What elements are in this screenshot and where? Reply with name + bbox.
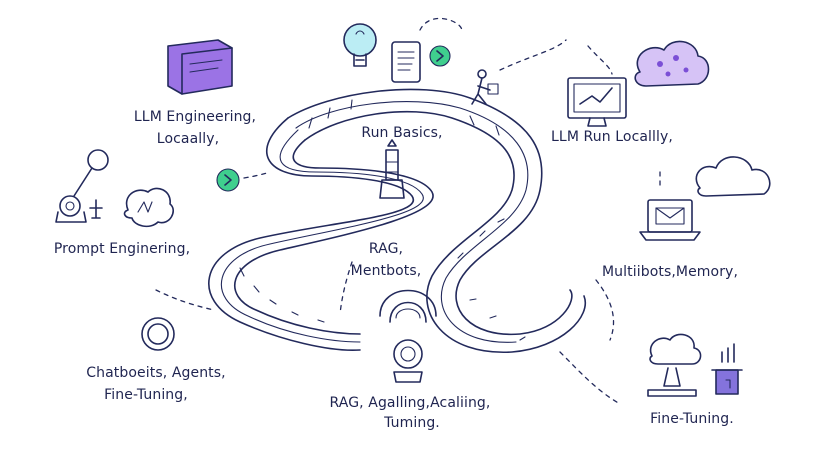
ring-icon xyxy=(141,317,175,351)
label-locally: Locaally, xyxy=(156,131,220,147)
winding-road xyxy=(208,88,587,353)
laptop-mail-icon xyxy=(639,199,701,241)
purple-cloud-icon xyxy=(634,40,710,87)
label-chatbots-agents: Chatboeits, Agents, xyxy=(86,365,226,381)
green-arrow-circle-icon xyxy=(216,168,240,192)
monitor-chart-icon xyxy=(567,77,627,127)
book-icon xyxy=(167,39,233,95)
label-tuming: Tuming. xyxy=(384,415,440,431)
label-prompt-engineering: Prompt Enginering, xyxy=(53,241,191,257)
label-fine-tuning-left: Fine-Tuning, xyxy=(104,387,188,403)
hiker-icon xyxy=(471,69,499,105)
lightbulb-icon xyxy=(343,23,377,67)
cloud-icon xyxy=(695,156,771,197)
tablet-icon xyxy=(391,41,421,83)
label-run-basics: Run Basics, xyxy=(361,125,443,141)
brain-icon xyxy=(123,187,174,228)
astronaut-helmet-icon xyxy=(379,289,437,383)
cloud-server-icon xyxy=(647,333,702,397)
bar-chart-icon xyxy=(711,343,743,395)
label-multibots-memory: Multiibots,Memory, xyxy=(602,264,738,280)
robot-arm-icon xyxy=(55,149,109,223)
label-rag-agalling: RAG, Agalling,Acaliing, xyxy=(329,395,491,411)
label-llm-run-locally: LLM Run Locallly, xyxy=(551,129,673,145)
lighthouse-icon xyxy=(379,139,405,199)
green-arrow-circle-icon xyxy=(429,45,451,67)
dashed-connectors xyxy=(155,17,661,405)
label-mentbots: Mentbots, xyxy=(350,263,422,279)
label-llm-engineering: LLM Engineering, xyxy=(133,109,257,125)
label-rag: RAG, xyxy=(368,241,404,257)
label-fine-tuning-right: Fine-Tuning. xyxy=(650,411,734,427)
